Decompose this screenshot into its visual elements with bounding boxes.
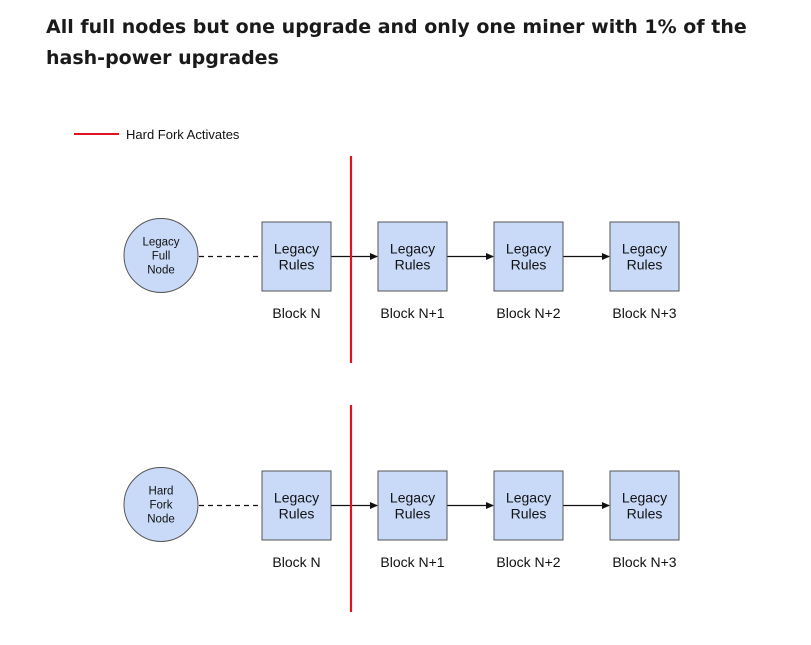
node-label: Fork bbox=[150, 500, 173, 512]
block-label: Rules bbox=[511, 506, 547, 522]
node-label: Node bbox=[147, 265, 175, 277]
block-label: Rules bbox=[279, 257, 315, 273]
block-label: Legacy bbox=[622, 490, 667, 506]
block-label: Legacy bbox=[506, 490, 551, 506]
block-label: Legacy bbox=[622, 241, 667, 257]
block-box bbox=[493, 221, 564, 292]
page-heading: All full nodes but one upgrade and only … bbox=[46, 16, 747, 69]
block-label: Legacy bbox=[274, 241, 319, 257]
block-label: Rules bbox=[279, 506, 315, 522]
block-caption: Block N+3 bbox=[612, 305, 676, 321]
block-label: Legacy bbox=[506, 241, 551, 257]
node-label: Full bbox=[152, 251, 171, 263]
block-caption: Block N+1 bbox=[380, 554, 444, 570]
block-caption: Block N+2 bbox=[496, 305, 560, 321]
block-caption: Block N bbox=[272, 305, 320, 321]
block-label: Legacy bbox=[390, 241, 435, 257]
node-label: Hard bbox=[149, 486, 174, 498]
block-caption: Block N+1 bbox=[380, 305, 444, 321]
block-box bbox=[609, 470, 680, 541]
legend: Hard Fork Activates bbox=[74, 127, 240, 142]
block-caption: Block N+2 bbox=[496, 554, 560, 570]
block-box bbox=[377, 470, 448, 541]
block-label: Rules bbox=[627, 506, 663, 522]
block-box bbox=[609, 221, 680, 292]
block-caption: Block N+3 bbox=[612, 554, 676, 570]
node-circle bbox=[123, 467, 199, 542]
node-label: Node bbox=[147, 514, 175, 526]
block-label: Legacy bbox=[390, 490, 435, 506]
block-label: Rules bbox=[395, 506, 431, 522]
node-circle bbox=[123, 218, 199, 293]
block-box bbox=[261, 470, 332, 541]
block-label: Rules bbox=[511, 257, 547, 273]
block-box bbox=[377, 221, 448, 292]
block-label: Legacy bbox=[274, 490, 319, 506]
legend-label: Hard Fork Activates bbox=[126, 127, 240, 142]
node-label: Legacy bbox=[142, 237, 179, 249]
block-box bbox=[493, 470, 564, 541]
block-box bbox=[261, 221, 332, 292]
block-label: Rules bbox=[395, 257, 431, 273]
block-caption: Block N bbox=[272, 554, 320, 570]
block-label: Rules bbox=[627, 257, 663, 273]
